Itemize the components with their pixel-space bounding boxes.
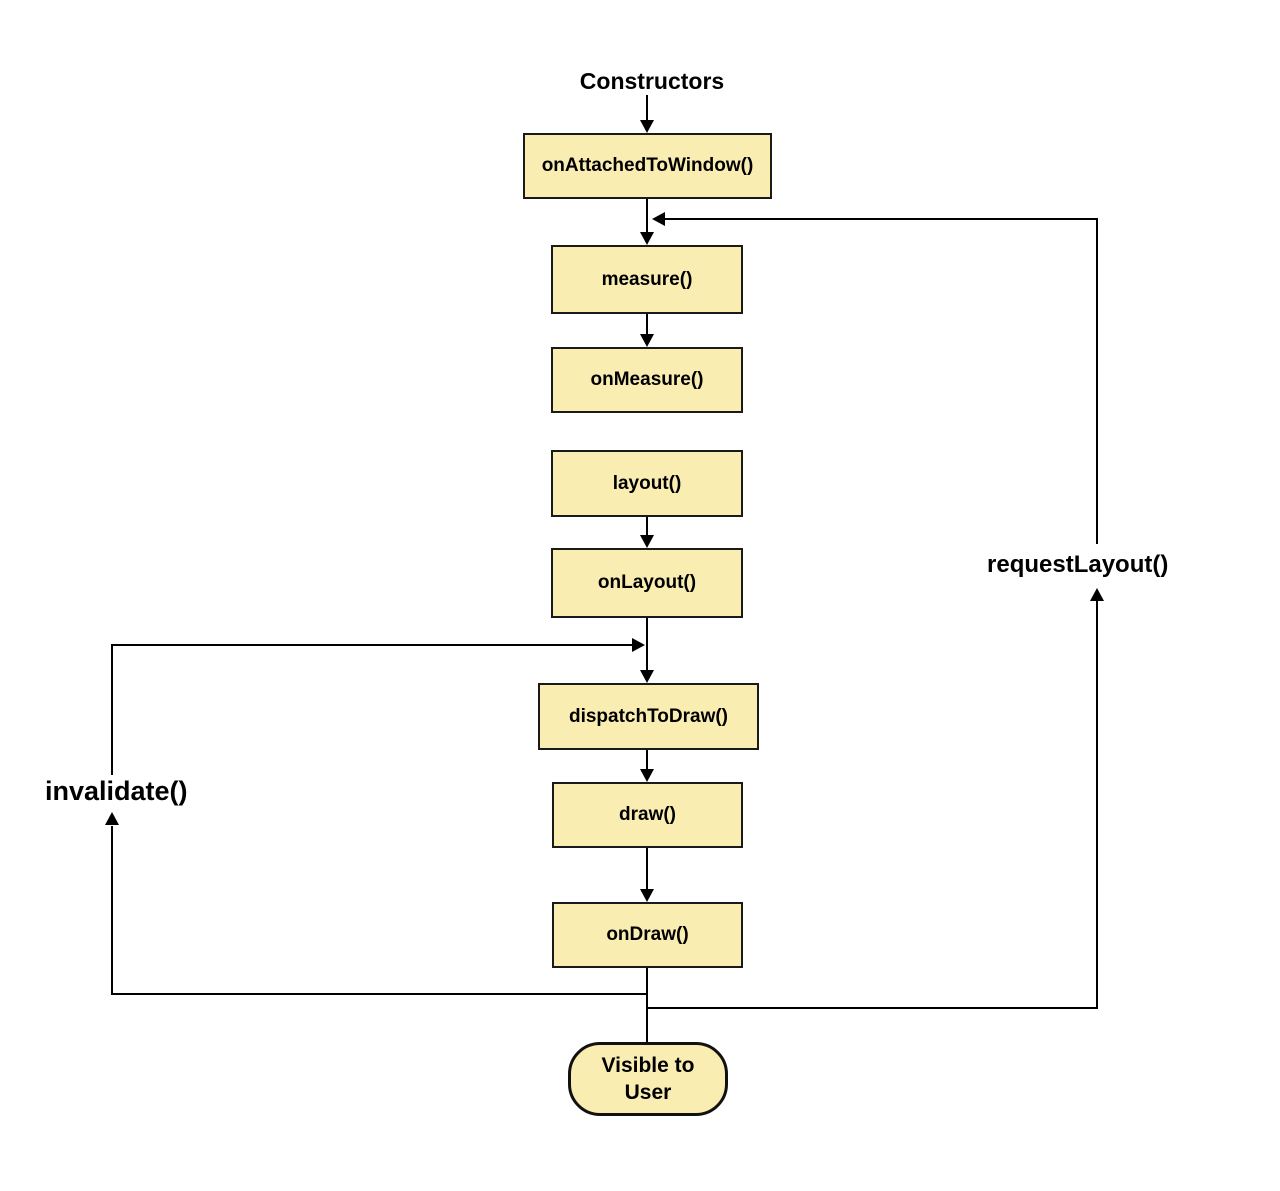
arrowhead-invalidate-into-main-line	[632, 638, 645, 652]
arrowhead-into-measure	[640, 232, 654, 245]
arrowhead-into-invalidate-label	[105, 812, 119, 825]
node-onlayout: onLayout()	[551, 548, 743, 618]
node-ondraw: onDraw()	[552, 902, 743, 968]
arrowhead-into-onlayout	[640, 535, 654, 548]
visible-to-user-line2: User	[624, 1081, 672, 1104]
arrowhead-into-ondraw	[640, 889, 654, 902]
node-visible-to-user: Visible to User	[568, 1042, 728, 1116]
arrowhead-into-dispatchtodraw	[640, 670, 654, 683]
arrowhead-into-onmeasure	[640, 334, 654, 347]
connector-layout-onlayout	[646, 517, 648, 536]
requestlayout-loop-bottom-line	[647, 1007, 1098, 1009]
connector-measure-onmeasure	[646, 314, 648, 335]
arrowhead-requestlayout-into-main-line	[652, 212, 665, 226]
requestlayout-loop-right-line-upper	[1096, 219, 1098, 544]
connector-dispatchtodraw-draw	[646, 750, 648, 770]
arrowhead-into-draw	[640, 769, 654, 782]
visible-to-user-line1: Visible to	[601, 1054, 695, 1077]
node-onattachedtowindow: onAttachedToWindow()	[523, 133, 772, 199]
connector-constructors-onattachedtowindow	[646, 95, 648, 121]
invalidate-label: invalidate()	[45, 776, 188, 806]
constructors-label: Constructors	[579, 68, 725, 94]
connector-draw-ondraw	[646, 848, 648, 890]
arrowhead-into-requestlayout-label	[1090, 588, 1104, 601]
node-dispatchtodraw: dispatchToDraw()	[538, 683, 759, 750]
connector-onlayout-dispatchtodraw	[646, 618, 648, 671]
node-measure: measure()	[551, 245, 743, 314]
request-layout-label: requestLayout()	[987, 551, 1169, 578]
node-draw: draw()	[552, 782, 743, 848]
invalidate-loop-left-line-lower	[111, 826, 113, 995]
invalidate-loop-top-line	[111, 644, 632, 646]
invalidate-loop-left-line-upper	[111, 645, 113, 775]
arrowhead-into-onattachedtowindow	[640, 120, 654, 133]
invalidate-loop-bottom-line	[111, 993, 648, 995]
node-onmeasure: onMeasure()	[551, 347, 743, 413]
node-layout: layout()	[551, 450, 743, 517]
requestlayout-loop-right-line-lower	[1096, 601, 1098, 1008]
connector-ondraw-visible-to-user	[646, 968, 648, 1042]
requestlayout-loop-top-line	[665, 218, 1098, 220]
connector-onattachedtowindow-measure	[646, 199, 648, 233]
